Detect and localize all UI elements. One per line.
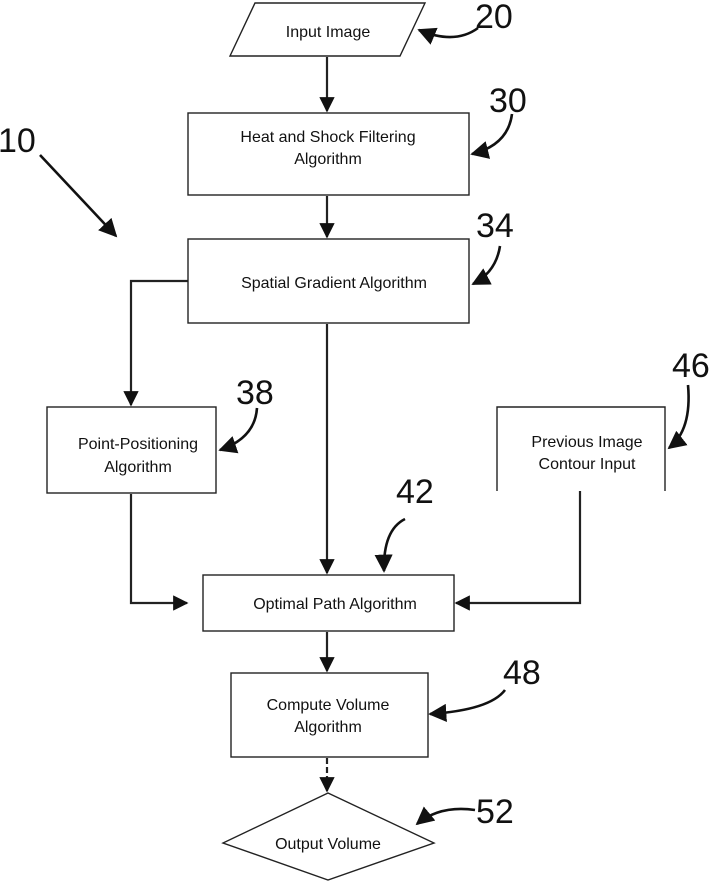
ref-20-leader [419, 28, 478, 37]
point-positioning-label-line1: Point-Positioning [78, 436, 198, 453]
arrow-previous-contour-to-optimal [456, 491, 580, 603]
optimal-path-label: Optimal Path Algorithm [253, 596, 417, 613]
previous-contour-label-line2: Contour Input [539, 456, 637, 473]
compute-volume-label-line2: Algorithm [294, 719, 362, 736]
ref-number-48: 48 [503, 654, 541, 692]
ref-30-leader [472, 114, 512, 154]
heat-shock-label-line1: Heat and Shock Filtering [240, 129, 415, 146]
arrow-point-positioning-to-optimal [131, 494, 187, 603]
ref-34-leader [473, 246, 500, 284]
point-positioning-label-line2: Algorithm [104, 459, 172, 476]
heat-shock-label-line2: Algorithm [294, 151, 362, 168]
spatial-gradient-label: Spatial Gradient Algorithm [241, 275, 427, 292]
ref-number-42: 42 [396, 473, 434, 511]
ref-46-leader [669, 385, 689, 448]
ref-number-46: 46 [672, 347, 710, 385]
compute-volume-box [231, 673, 428, 757]
ref-number-34: 34 [476, 207, 514, 245]
ref-number-52: 52 [476, 793, 514, 831]
arrow-gradient-to-point-positioning [131, 281, 188, 405]
ref-number-10: 10 [0, 122, 36, 160]
ref-number-20: 20 [475, 0, 513, 36]
output-volume-label: Output Volume [275, 836, 381, 853]
ref-48-leader [430, 690, 505, 714]
ref-number-30: 30 [489, 82, 527, 120]
ref-42-leader [384, 519, 405, 571]
ref-38-leader [220, 408, 257, 450]
previous-contour-label-line1: Previous Image [531, 434, 642, 451]
ref-52-leader [417, 809, 475, 824]
input-image-label: Input Image [286, 24, 371, 41]
ref-number-38: 38 [236, 374, 274, 412]
ref-10-leader [40, 155, 116, 236]
compute-volume-label-line1: Compute Volume [267, 697, 390, 714]
